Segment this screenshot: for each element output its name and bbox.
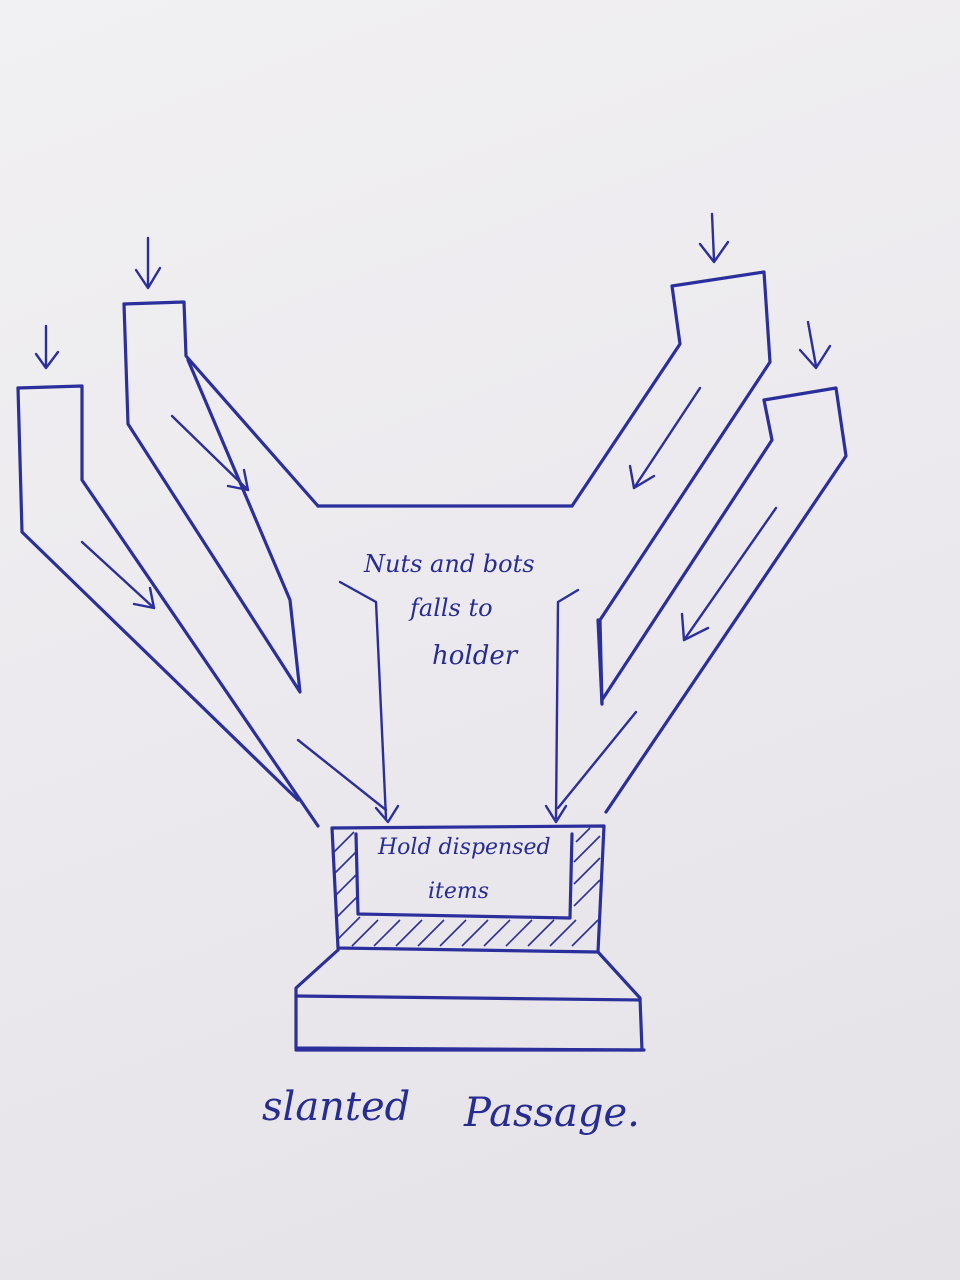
inner-text-line-2: falls to xyxy=(408,594,493,622)
flow-arrow-right-outer xyxy=(682,508,776,640)
entry-arrow-1 xyxy=(36,326,58,368)
inner-text-line-1: Nuts and bots xyxy=(363,550,535,578)
left-outer-chute xyxy=(18,386,318,826)
caption-word-2: Passage. xyxy=(463,1090,640,1136)
holder-text-line-1: Hold dispensed xyxy=(377,835,551,860)
holder-text-line-2: items xyxy=(428,879,489,904)
left-inner-chute xyxy=(124,302,318,692)
entry-arrow-2 xyxy=(136,238,160,288)
flow-arrow-left-outer xyxy=(82,542,154,608)
right-outer-chute xyxy=(602,388,846,812)
left-funnel-arrow xyxy=(298,582,398,822)
holder-base xyxy=(296,950,644,1050)
caption-word-1: slanted xyxy=(262,1084,410,1130)
entry-arrow-4 xyxy=(800,322,830,368)
flow-arrow-left-inner xyxy=(172,416,248,490)
inner-text-line-3: holder xyxy=(432,641,519,671)
entry-arrow-3 xyxy=(700,214,728,262)
